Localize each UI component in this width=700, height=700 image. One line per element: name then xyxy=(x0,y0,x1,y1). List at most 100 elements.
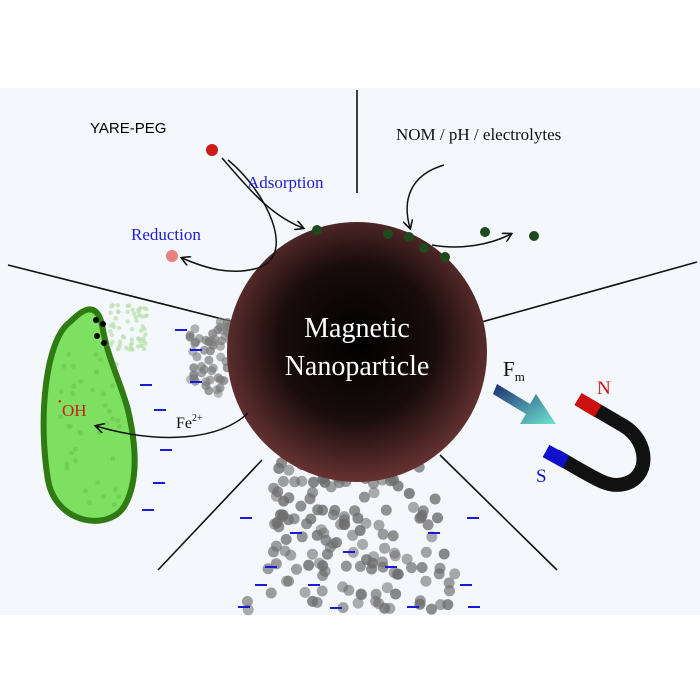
ion-dot xyxy=(444,585,455,597)
pilus-dot xyxy=(121,335,127,340)
oh-dot: • xyxy=(58,397,62,408)
cell-spot xyxy=(64,465,70,471)
pilus-dot xyxy=(139,314,145,319)
pilus-dot xyxy=(117,339,123,344)
ion-dot xyxy=(337,602,349,614)
ion-dot xyxy=(303,559,315,571)
cell-spot xyxy=(70,391,76,396)
ion-dot xyxy=(352,512,364,524)
cell-spot xyxy=(113,361,119,367)
pilus-dot xyxy=(116,309,121,314)
adsorption-label: Adsorption xyxy=(247,173,324,192)
ion-dot xyxy=(317,570,329,581)
ion-dot xyxy=(283,464,295,476)
ion-dot xyxy=(381,582,393,594)
ion-dot xyxy=(319,476,331,488)
ion-dot xyxy=(268,482,280,494)
force-arrow-icon xyxy=(493,384,556,424)
pilus-dot xyxy=(142,327,147,332)
cell-spot xyxy=(112,487,118,493)
pilus-dot xyxy=(117,342,123,347)
ion-dot xyxy=(379,542,391,554)
pilus-dot xyxy=(130,307,135,312)
ion-dot xyxy=(377,556,388,568)
cell-spot xyxy=(106,408,112,414)
pilus-dot xyxy=(129,346,134,351)
divider-bottom-left xyxy=(157,459,263,571)
pilus-dot xyxy=(125,319,130,324)
cell-spot xyxy=(116,424,122,429)
ion-dot xyxy=(307,487,319,498)
cell-spot xyxy=(78,378,84,384)
ion-dot xyxy=(432,512,443,524)
ion-dot xyxy=(192,352,202,362)
negative-charges xyxy=(140,329,480,609)
ion-dot xyxy=(313,557,325,569)
cell-spot xyxy=(78,430,84,436)
nanoparticle-label-line2: Nanoparticle xyxy=(285,351,430,382)
membrane-dot xyxy=(101,340,107,346)
pilus-dot xyxy=(117,325,122,331)
cell-spot xyxy=(90,387,95,393)
pilus-dot xyxy=(125,303,130,309)
ion-dot xyxy=(317,504,328,516)
ion-dot xyxy=(373,519,385,531)
cell-spot xyxy=(64,461,70,467)
pilus-dot xyxy=(141,336,146,341)
ion-dot xyxy=(270,540,282,552)
pilus-dot xyxy=(129,327,135,332)
ion-dot xyxy=(368,487,380,499)
ion-dot xyxy=(288,513,300,525)
cell-spot xyxy=(61,363,67,369)
ion-dot xyxy=(420,546,432,558)
ion-dot xyxy=(215,322,225,332)
ion-dot xyxy=(443,577,455,589)
ion-dot xyxy=(426,531,438,543)
cell-spot xyxy=(94,369,99,375)
membrane-dot xyxy=(93,317,99,323)
reduction-label: Reduction xyxy=(131,225,201,244)
cell-spot xyxy=(72,446,78,452)
ion-dot xyxy=(308,476,319,488)
ion-dot xyxy=(296,475,308,487)
ion-dot xyxy=(416,562,428,573)
ion-dot xyxy=(285,549,297,561)
cell-spot xyxy=(104,420,110,426)
ion-dot xyxy=(197,362,207,371)
ion-dot xyxy=(434,562,446,574)
ion-dot xyxy=(291,563,302,575)
cell-spot xyxy=(101,391,106,397)
ion-dot xyxy=(201,377,211,387)
ion-dot xyxy=(340,560,352,572)
adsorbed-particles xyxy=(312,225,539,262)
ion-dot xyxy=(370,595,382,607)
ion-dot xyxy=(357,538,369,550)
ion-dot xyxy=(216,341,225,351)
cell-spot xyxy=(66,423,72,429)
cell-spot xyxy=(102,403,108,409)
pilus-dot xyxy=(111,324,117,329)
ion-dot xyxy=(368,551,379,563)
cell-spot xyxy=(115,418,121,424)
pilus-dot xyxy=(109,332,115,338)
ion-dot xyxy=(204,386,214,396)
reduced-product xyxy=(166,250,178,262)
cell-spot xyxy=(110,456,116,462)
bacterial-cell xyxy=(40,303,149,524)
pilus-dot xyxy=(136,336,141,341)
ion-dot xyxy=(392,568,404,580)
desorption-arrow xyxy=(431,234,511,248)
pilus-dot xyxy=(110,339,115,345)
ion-dot xyxy=(265,587,277,599)
cell-spot xyxy=(95,480,101,486)
ion-dot xyxy=(305,513,317,525)
ion-dot xyxy=(216,352,226,362)
ion-dot xyxy=(320,534,332,546)
ion-dot xyxy=(420,575,432,587)
pilus-dot xyxy=(138,339,143,344)
pilus-dot xyxy=(136,309,141,314)
cell-spot xyxy=(83,488,88,494)
ion-dot xyxy=(307,548,318,560)
magnet-south-pole xyxy=(542,444,570,469)
